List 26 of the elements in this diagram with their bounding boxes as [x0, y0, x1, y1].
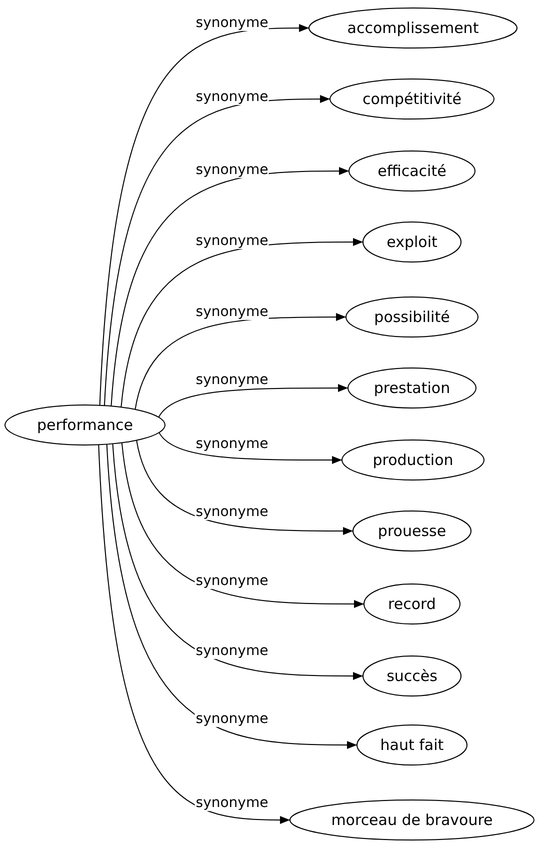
arrow: [158, 384, 348, 418]
node-label: prestation: [374, 378, 450, 399]
node-label: possibilité: [374, 306, 450, 328]
node-label: production: [372, 450, 454, 471]
node-label: prouesse: [378, 520, 446, 542]
arrow: [104, 95, 330, 406]
node-label: haut fait: [380, 734, 444, 756]
node-label: succès: [386, 666, 438, 687]
arrow: [158, 432, 342, 464]
node-label: exploit: [386, 232, 438, 253]
node-label: accomplissement: [347, 18, 479, 39]
arrow: [98, 444, 290, 824]
edge-label: synonyme: [194, 711, 270, 728]
arrow: [134, 313, 346, 410]
node-label: performance: [36, 414, 134, 436]
node-label: morceau de bravoure: [331, 810, 493, 831]
node-label: record: [388, 594, 436, 615]
arrow: [110, 167, 350, 407]
arrow: [121, 442, 364, 608]
node-label: efficacité: [378, 160, 446, 182]
arrow: [112, 443, 364, 680]
arrow: [136, 440, 354, 535]
arrow: [106, 444, 358, 749]
node-label: compétitivité: [362, 88, 462, 110]
arrow: [120, 238, 364, 408]
arrow: [99, 24, 310, 406]
